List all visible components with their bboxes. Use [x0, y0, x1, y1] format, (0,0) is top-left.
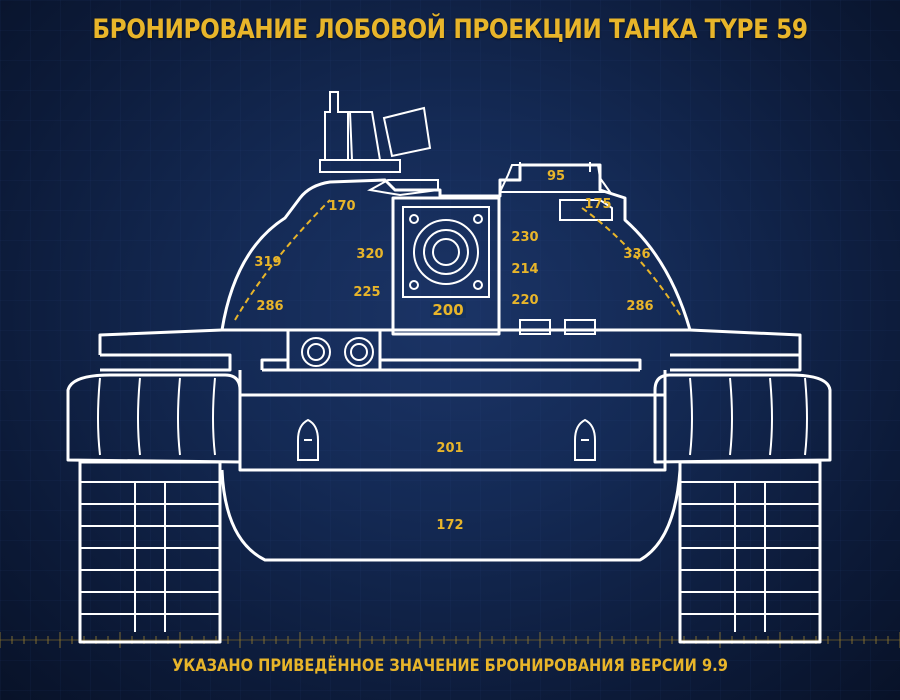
gun-mantlet: [391, 196, 501, 336]
headlights: [286, 328, 382, 372]
loader-hatch: [498, 164, 612, 193]
lower-glacis: [220, 469, 682, 562]
tow-hook-left: [297, 418, 319, 461]
armor-mantlet-left-lower: 225: [353, 285, 380, 300]
gun-mantlet-label-bg: [430, 302, 466, 318]
hull-front: [238, 395, 667, 472]
armor-mantlet-right-mid: 214: [511, 262, 538, 277]
turret-block-right: [564, 319, 596, 335]
commander-cupola: [367, 179, 439, 197]
footer-note: УКАЗАНО ПРИВЕДЁННОЕ ЗНАЧЕНИЕ БРОНИРОВАНИ…: [172, 656, 728, 676]
page-title: БРОНИРОВАНИЕ ЛОБОВОЙ ПРОЕКЦИИ ТАНКА TYPE…: [92, 14, 808, 45]
armor-right-hatch: 175: [584, 197, 611, 212]
turret-block-left: [519, 319, 551, 335]
armor-right-lower: 286: [626, 299, 653, 314]
right-track: [653, 373, 832, 644]
armor-contour-left: [234, 199, 331, 321]
armor-left-lower: 286: [256, 299, 283, 314]
tow-hook-right: [574, 418, 596, 461]
periscope: [559, 199, 613, 221]
upper-glacis: [260, 358, 642, 372]
commander-sight: [319, 91, 432, 173]
armor-gun-mantlet: 200: [432, 301, 463, 319]
hull-top-plate: [98, 328, 802, 355]
armor-left-upper: 319: [254, 255, 281, 270]
armor-upper-glacis: 201: [436, 441, 463, 456]
left-track: [66, 373, 242, 644]
armor-contour-right: [581, 207, 683, 319]
armor-mantlet-left-upper: 320: [356, 247, 383, 262]
turret-outline: [220, 163, 692, 331]
armor-right-upper: 336: [623, 247, 650, 262]
armor-lower-glacis: 172: [436, 518, 463, 533]
armor-mantlet-right-lower: 220: [511, 293, 538, 308]
armor-cupola-left: 170: [328, 199, 355, 214]
armor-cupola-right: 95: [547, 169, 565, 184]
armor-mantlet-right-upper: 230: [511, 230, 538, 245]
